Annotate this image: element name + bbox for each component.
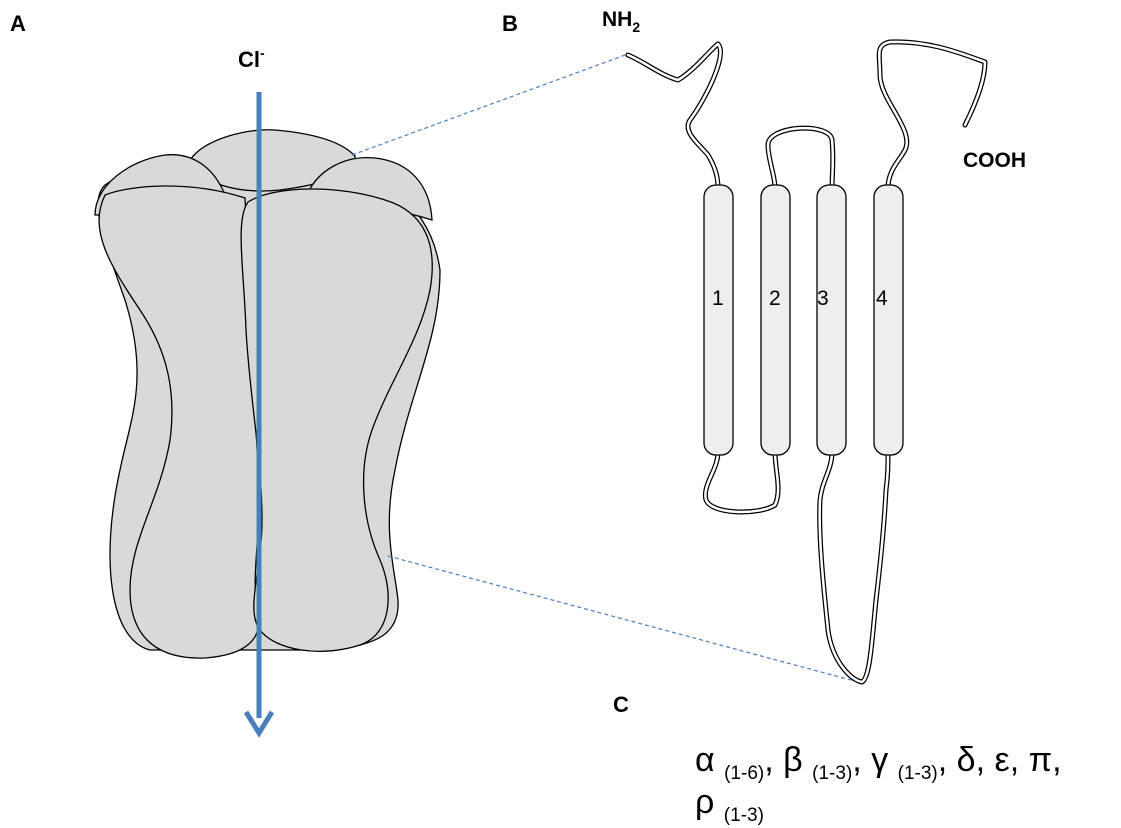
guide-line-bottom <box>388 556 862 683</box>
c-terminus-label: COOH <box>963 149 1026 172</box>
line1-greek-0: α <box>695 741 715 779</box>
helix-2-label: 2 <box>769 287 781 310</box>
panel-label-c: C <box>613 692 629 717</box>
subunit-list-line-1: α (1-6), β (1-3), γ (1-3), δ, ε, π, <box>695 741 1062 784</box>
helix-3 <box>817 185 846 455</box>
loop-2-3 <box>768 128 833 188</box>
panel-label-a: A <box>10 11 26 36</box>
line1-range-1: (1-3) <box>812 763 852 784</box>
line1-sep-2: , <box>938 741 957 779</box>
helix-1-label: 1 <box>712 287 724 310</box>
subunit-topology: 1 2 3 4 <box>628 42 985 682</box>
n-terminus-base: NH <box>602 8 632 31</box>
helix-4-label: 4 <box>876 287 888 310</box>
chloride-charge: - <box>260 45 265 61</box>
line1-sep-1: , <box>852 741 871 779</box>
line1-greek-1: β <box>783 741 803 779</box>
line1-greek-3: δ <box>957 741 976 779</box>
helix-2 <box>761 185 790 455</box>
line1-sep-3: , <box>976 741 995 779</box>
loop-3-4-intracellular <box>820 452 888 682</box>
chloride-label: Cl- <box>238 45 265 72</box>
line1-sep-5: , <box>1052 741 1061 779</box>
line1-sep-4: , <box>1010 741 1029 779</box>
n-terminal-chain <box>628 44 720 188</box>
panel-label-b: B <box>502 11 518 36</box>
chloride-symbol: Cl <box>238 47 260 72</box>
subunit-list-line-2: ρ (1-3) <box>695 783 764 826</box>
helix-3-label: 3 <box>817 287 829 310</box>
channel-complex <box>95 130 440 658</box>
line1-range-2: (1-3) <box>898 763 938 784</box>
n-terminus-label: NH2 <box>602 8 640 35</box>
line1-greek-2: γ <box>871 741 888 779</box>
guide-line-top <box>352 54 628 155</box>
helix-1 <box>704 185 733 455</box>
line1-greek-4: ε <box>995 741 1010 779</box>
n-terminus-subscript: 2 <box>632 19 640 35</box>
line1-sep-0: , <box>764 741 783 779</box>
line1-range-0: (1-6) <box>724 763 764 784</box>
line2-greek-0: ρ <box>695 783 714 821</box>
helix-4 <box>874 185 903 455</box>
line1-greek-5: π <box>1029 741 1052 779</box>
line2-range-0: (1-3) <box>724 805 764 826</box>
